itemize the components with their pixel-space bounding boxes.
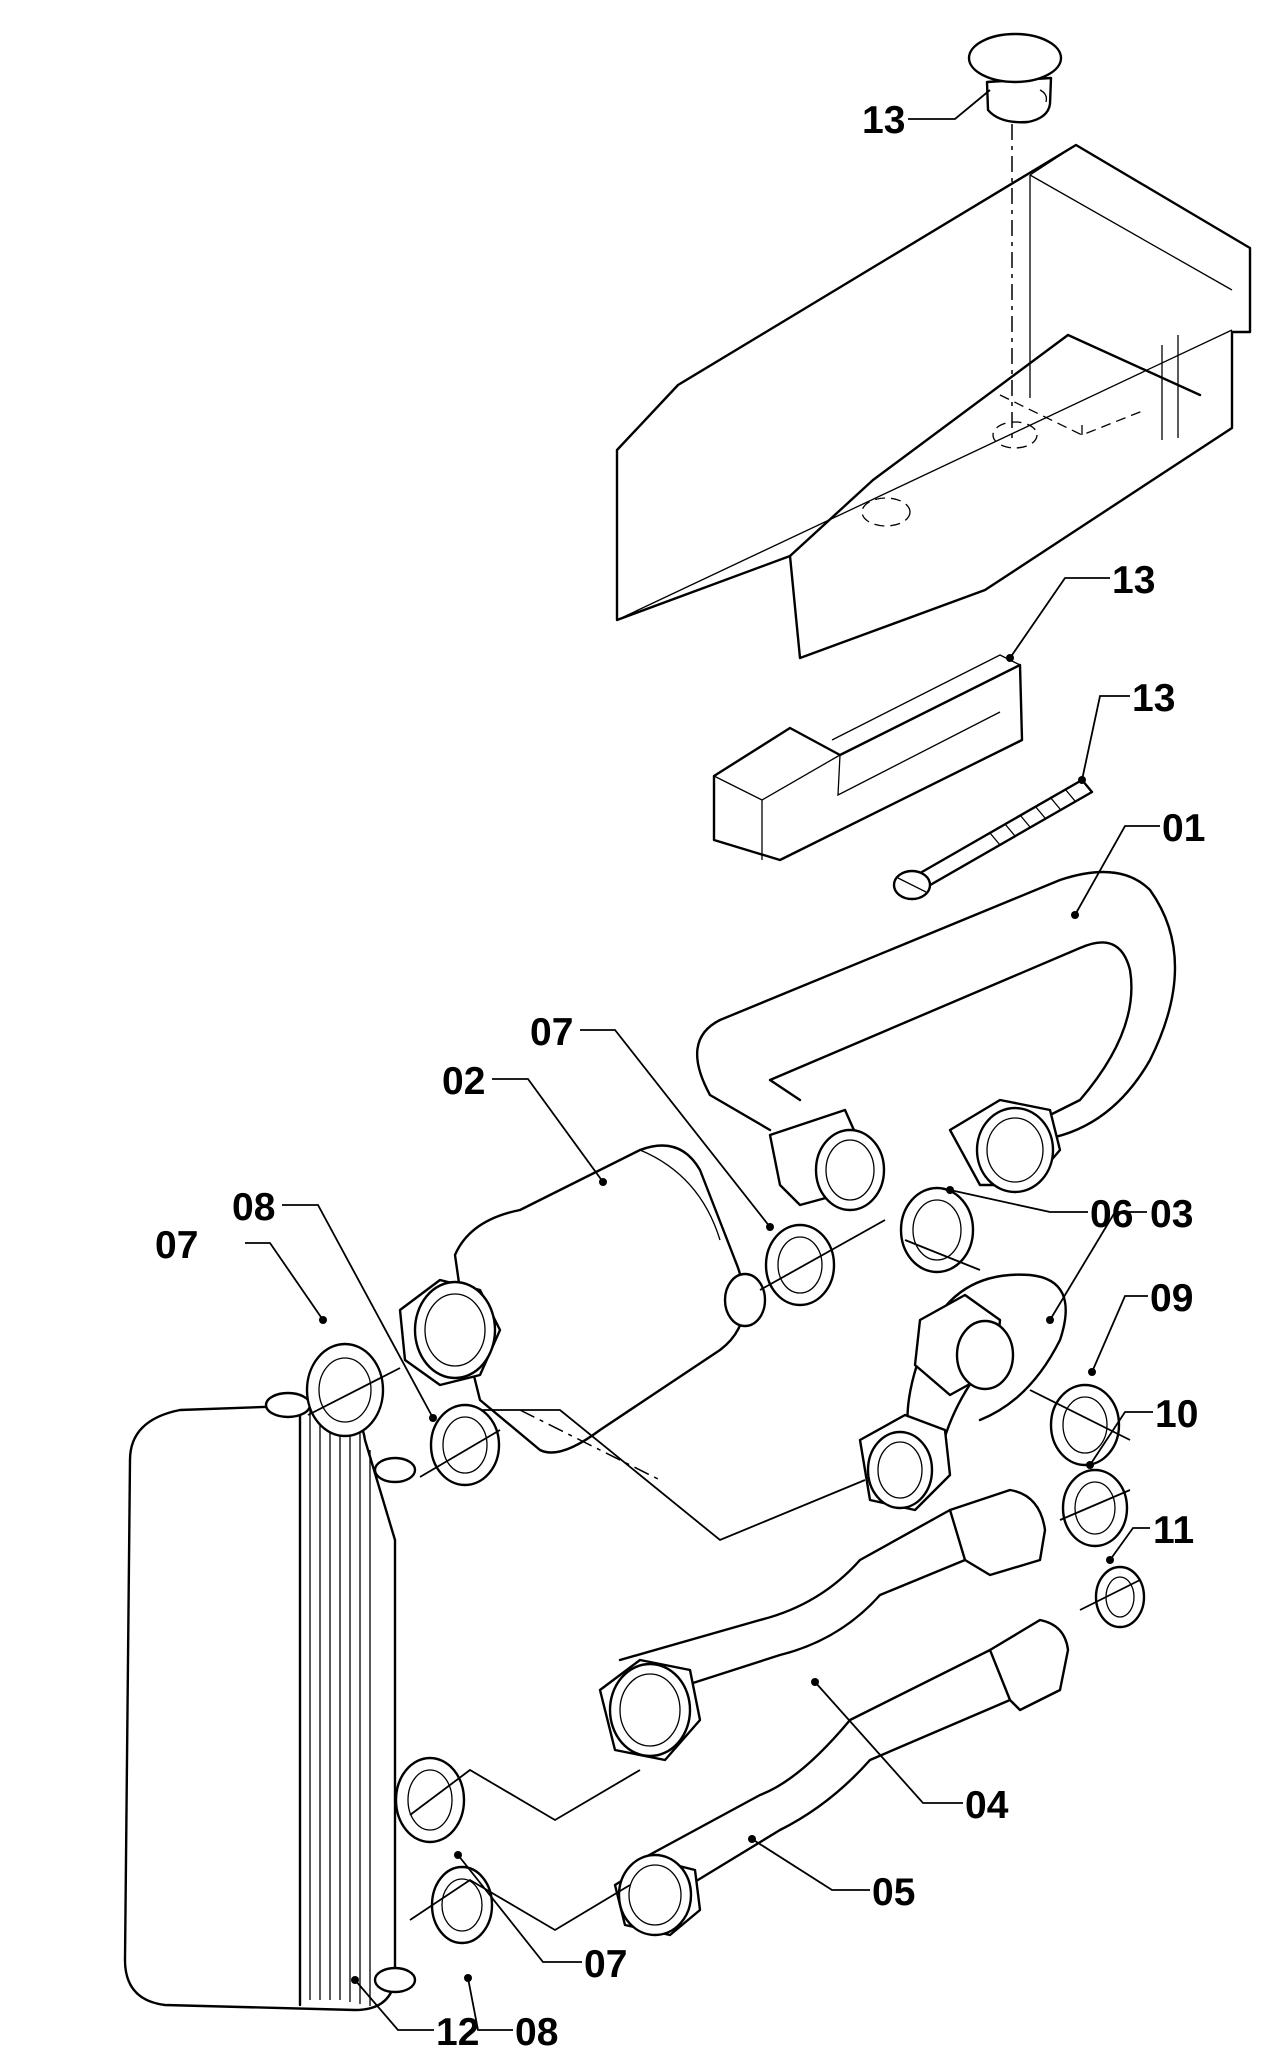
callout-07-top: 07 bbox=[530, 1011, 573, 1054]
callout-05: 05 bbox=[872, 1871, 915, 1914]
seal-ring-10 bbox=[1061, 1468, 1129, 1548]
seal-ring-08-bottom bbox=[430, 1865, 494, 1945]
seal-ring-09 bbox=[1049, 1383, 1121, 1467]
union-nut-upper bbox=[948, 1098, 1062, 1194]
assembly-axis-line bbox=[460, 1409, 866, 1542]
seal-ring-07-top bbox=[764, 1223, 836, 1307]
callout-06: 06 bbox=[1090, 1193, 1133, 1236]
seal-ring-08-left bbox=[429, 1403, 501, 1487]
callout-13-bracket: 13 bbox=[1112, 559, 1155, 602]
seal-ring-11 bbox=[1094, 1565, 1146, 1629]
bracket-clip bbox=[712, 654, 1024, 862]
callout-labels: 13 13 13 01 07 02 08 07 06 03 09 10 11 0… bbox=[155, 99, 1205, 2048]
seal-ring-06 bbox=[899, 1186, 975, 1274]
plug-cap bbox=[967, 32, 1063, 124]
callout-01: 01 bbox=[1162, 807, 1205, 850]
callout-13-plug: 13 bbox=[862, 99, 905, 142]
callout-03: 03 bbox=[1150, 1193, 1193, 1236]
callout-07-left: 07 bbox=[155, 1224, 198, 1267]
alignment-lines bbox=[307, 1219, 1141, 1932]
callout-13-screw: 13 bbox=[1132, 677, 1175, 720]
hose-small-loop bbox=[858, 1273, 1067, 1512]
callout-08-bottom: 08 bbox=[515, 2011, 558, 2048]
pipe-long-lower bbox=[613, 1618, 1070, 1937]
pipe-long-upper bbox=[598, 1488, 1047, 1762]
callout-07-bottom: 07 bbox=[584, 1943, 627, 1986]
plate-heat-exchanger bbox=[123, 1391, 417, 2012]
callout-09: 09 bbox=[1150, 1277, 1193, 1320]
screw bbox=[892, 778, 1094, 901]
callout-02: 02 bbox=[442, 1060, 485, 1103]
callout-leaders bbox=[245, 89, 1160, 2031]
callout-08-top: 08 bbox=[232, 1186, 275, 1229]
pump-body bbox=[398, 1144, 767, 1481]
leader-dots bbox=[319, 654, 1114, 1984]
tray-housing bbox=[615, 143, 1252, 660]
callout-11: 11 bbox=[1153, 1509, 1194, 1552]
seal-ring-07-left bbox=[305, 1342, 385, 1438]
hose-u-pipe bbox=[696, 870, 1177, 1212]
callout-10: 10 bbox=[1155, 1393, 1198, 1436]
callout-04: 04 bbox=[965, 1784, 1009, 1827]
callout-12: 12 bbox=[436, 2011, 479, 2048]
